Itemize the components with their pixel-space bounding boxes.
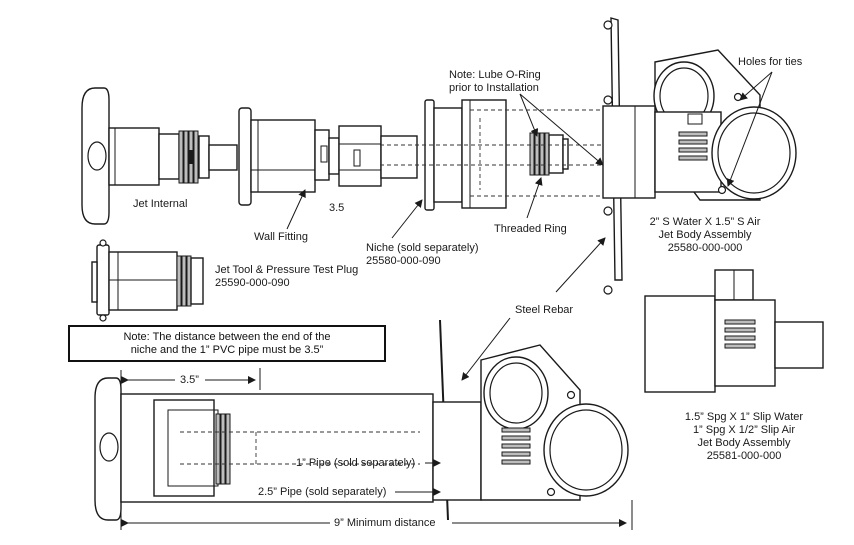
pipe-2-5-inch-label: 2.5” Pipe (sold separately): [258, 486, 387, 498]
jet-body-1-line2: Jet Body Assembly: [658, 229, 752, 241]
threaded-ring-label: Threaded Ring: [494, 223, 567, 235]
niche-label: Niche (sold separately): [366, 242, 479, 254]
jet-tool-part-number: 25590-000-090: [215, 277, 290, 289]
holes-for-ties-label: Holes for ties: [738, 56, 803, 68]
distance-note-line1: Note: The distance between the end of th…: [123, 331, 331, 343]
jet-body-1-part: 25580-000-000: [667, 242, 743, 254]
note-lube-line1: Note: Lube O-Ring: [449, 69, 541, 81]
threaded-ring-part: [529, 132, 569, 176]
jet-body-1-line1: 2” S Water X 1.5” S Air: [649, 216, 761, 228]
distance-note-line2: niche and the 1” PVC pipe must be 3.5”: [130, 344, 324, 356]
jet-body-2-line1: 1.5” Spg X 1” Slip Water: [684, 411, 804, 423]
wall-fitting-label: Wall Fitting: [254, 231, 308, 243]
jet-body-2-line2: 1” Spg X 1/2” Slip Air: [692, 424, 796, 436]
jet-body-assembly-side: [644, 269, 824, 393]
jet-body-2-line3: Jet Body Assembly: [697, 437, 791, 449]
niche-part-number: 25580-000-090: [366, 255, 441, 267]
jet-internal-part: [81, 87, 238, 225]
minimum-distance-label: 9” Minimum distance: [334, 517, 436, 529]
leader-arrows: [286, 71, 773, 381]
note-lube-line2: prior to Installation: [449, 82, 539, 94]
jet-body-assembly-top: [602, 17, 797, 295]
jet-internal-label: Jet Internal: [133, 198, 188, 210]
distance-note-box: Note: The distance between the end of th…: [68, 325, 386, 362]
jet-tool-label: Jet Tool & Pressure Test Plug: [215, 264, 359, 276]
steel-rebar-label: Steel Rebar: [515, 304, 574, 316]
wall-fitting-part: [238, 107, 418, 206]
alignment-guides-top: [380, 109, 640, 197]
jet-tool-part: [91, 239, 204, 322]
dimension-lines: [120, 368, 633, 530]
niche-part: [424, 99, 507, 211]
assembled-view: [94, 319, 629, 521]
pipe-1-inch-label: 1” Pipe (sold separately): [296, 457, 416, 469]
jet-body-2-part: 25581-000-000: [706, 450, 782, 462]
dimension-3-5-inch-label: 3.5”: [180, 374, 199, 386]
dimension-3-5-label: 3.5: [329, 202, 345, 214]
